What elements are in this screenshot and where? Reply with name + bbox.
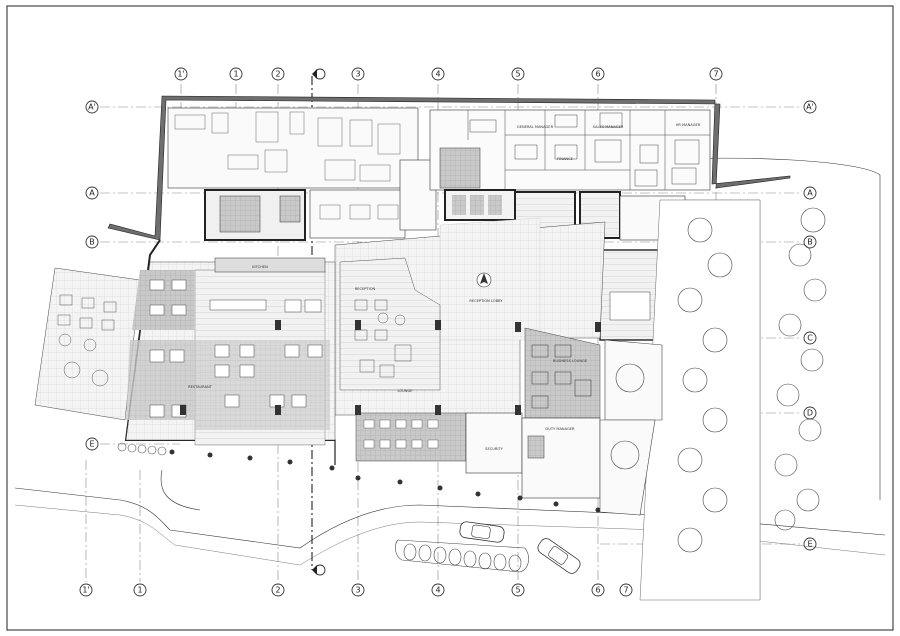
back-of-house — [167, 107, 437, 241]
svg-text:A': A' — [806, 103, 814, 112]
svg-text:2: 2 — [275, 586, 280, 595]
car-icon-2 — [537, 538, 581, 574]
sheet-border — [6, 5, 894, 631]
label-sales-manager: SALES MANAGER — [593, 125, 624, 129]
svg-text:D: D — [807, 409, 813, 418]
grid-bubbles-left: A' A B E — [85, 100, 99, 451]
svg-text:A: A — [807, 189, 813, 198]
svg-text:5: 5 — [515, 70, 520, 79]
svg-text:1': 1' — [177, 70, 184, 79]
svg-text:4: 4 — [435, 586, 440, 595]
label-business-lounge: BUSINESS LOUNGE — [553, 359, 588, 363]
svg-text:2: 2 — [275, 70, 280, 79]
car-icon-1 — [459, 521, 505, 543]
parking-island — [395, 539, 529, 573]
grid-bubbles-top: 1' 1 2 3 4 5 6 7 — [174, 67, 723, 81]
svg-text:3: 3 — [355, 70, 360, 79]
structural-columns — [180, 320, 601, 415]
svg-text:B: B — [807, 238, 813, 247]
office-block: GENERAL MANAGER SALES MANAGER HR MANAGER… — [429, 109, 711, 191]
landscape-garden — [599, 199, 827, 601]
grid-bubbles-bottom: 1' 1 2 3 4 5 6 7 — [79, 564, 633, 597]
label-restaurant: RESTAURANT — [188, 385, 213, 389]
svg-text:A': A' — [88, 103, 96, 112]
svg-text:6: 6 — [595, 586, 600, 595]
restaurant: RESTAURANT KITCHEN — [125, 257, 336, 446]
label-hr-manager: HR MANAGER — [676, 123, 701, 127]
svg-text:B: B — [89, 238, 95, 247]
svg-text:3: 3 — [355, 586, 360, 595]
svg-text:1': 1' — [82, 586, 89, 595]
label-security: SECURITY — [485, 447, 503, 451]
label-finance: FINANCE — [557, 157, 573, 161]
terrace — [34, 267, 141, 421]
section-marker-bottom-icon — [312, 564, 326, 576]
svg-text:E: E — [807, 540, 812, 549]
lower-lounge: SECURITY DUTY MANAGER — [355, 412, 601, 499]
perimeter-columns — [169, 449, 601, 513]
compass-icon — [476, 272, 492, 288]
svg-text:7: 7 — [623, 586, 628, 595]
label-lounge: LOUNGE — [397, 389, 413, 393]
svg-text:C: C — [807, 334, 813, 343]
label-lobby: RECEPTION LOBBY — [469, 299, 503, 303]
svg-text:1: 1 — [137, 586, 142, 595]
label-duty-manager: DUTY MANAGER — [545, 427, 575, 431]
lobby: RECEPTION LOBBY RECEPTION LOUNGE — [334, 217, 606, 416]
grid-bubbles-right: A' A B C D E — [803, 100, 817, 551]
hedge-planter — [117, 442, 167, 456]
svg-text:5: 5 — [515, 586, 520, 595]
svg-text:4: 4 — [435, 70, 440, 79]
business-lounge: BUSINESS LOUNGE — [524, 327, 601, 419]
section-marker-top-icon — [312, 68, 326, 80]
svg-text:A: A — [89, 189, 95, 198]
svg-text:E: E — [89, 440, 94, 449]
label-reception: RECEPTION — [355, 287, 376, 291]
svg-text:1: 1 — [233, 70, 238, 79]
label-general-manager: GENERAL MANAGER — [517, 125, 554, 129]
svg-text:6: 6 — [595, 70, 600, 79]
svg-text:7: 7 — [713, 70, 718, 79]
label-kitchen: KITCHEN — [252, 265, 268, 269]
